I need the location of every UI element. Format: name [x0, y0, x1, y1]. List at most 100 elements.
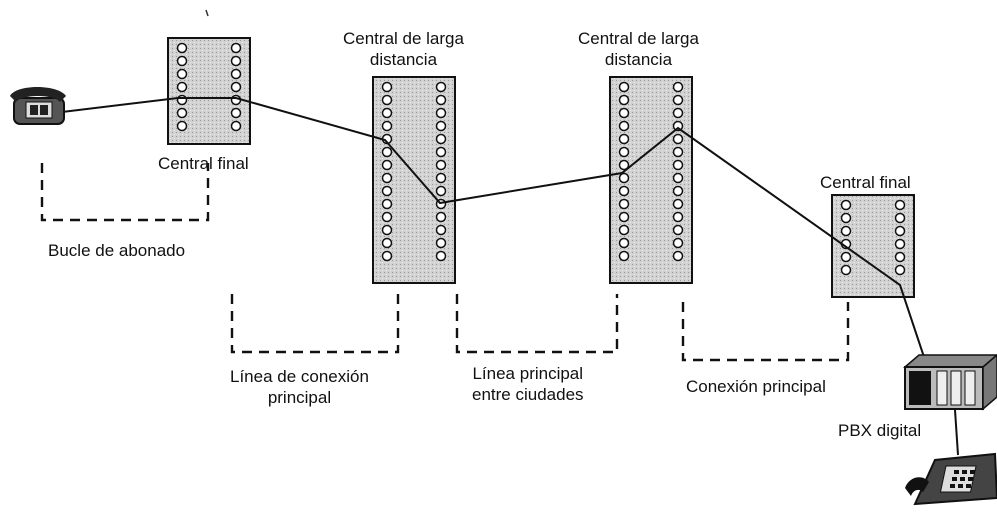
panel-hole: [894, 264, 906, 276]
long-distance-office-2-line2: distancia: [604, 50, 673, 69]
panel-hole: [176, 55, 188, 67]
panel-hole: [230, 107, 242, 119]
panel-hole: [618, 159, 630, 171]
panel-hole: [176, 107, 188, 119]
panel-hole: [381, 211, 393, 223]
end-office-left-label: Central final: [158, 154, 249, 173]
panel-hole: [435, 211, 447, 223]
panel-hole: [840, 225, 852, 237]
panel-hole: [618, 81, 630, 93]
panel-hole: [840, 212, 852, 224]
long-distance-office-2-panel: [609, 76, 693, 284]
panel-hole: [381, 224, 393, 236]
panel-hole: [230, 120, 242, 132]
intercity-trunk-line1: Línea principal: [472, 364, 584, 383]
panel-hole: [618, 198, 630, 210]
subscriber-loop-bracket: [40, 163, 210, 222]
panel-hole: [381, 172, 393, 184]
long-distance-office-1-panel: [372, 76, 456, 284]
panel-hole: [230, 55, 242, 67]
panel-hole: [435, 185, 447, 197]
panel-hole: [672, 133, 684, 145]
panel-hole: [435, 133, 447, 145]
panel-hole: [894, 238, 906, 250]
panel-hole: [435, 237, 447, 249]
panel-hole: [381, 120, 393, 132]
long-distance-office-1-line1: Central de larga: [343, 29, 464, 48]
panel-hole: [618, 94, 630, 106]
panel-hole: [435, 159, 447, 171]
panel-hole: [176, 120, 188, 132]
panel-hole: [618, 146, 630, 158]
panel-hole: [381, 237, 393, 249]
panel-hole: [381, 185, 393, 197]
panel-hole: [672, 172, 684, 184]
panel-hole: [381, 159, 393, 171]
panel-hole: [672, 120, 684, 132]
digital-pbx-label: PBX digital: [838, 421, 922, 440]
end-office-left-panel: [167, 37, 251, 145]
panel-hole: [230, 81, 242, 93]
connection-path: [61, 97, 931, 376]
panel-hole: [618, 224, 630, 236]
panel-hole: [435, 250, 447, 262]
panel-hole: [435, 81, 447, 93]
panel-hole: [672, 159, 684, 171]
trunk-connection-line2: principal: [267, 388, 332, 407]
panel-hole: [840, 199, 852, 211]
panel-hole: [894, 212, 906, 224]
panel-hole: [435, 107, 447, 119]
panel-hole: [894, 225, 906, 237]
panel-hole: [618, 120, 630, 132]
long-distance-office-1-label: Central de larga distancia: [343, 28, 464, 70]
panel-hole: [230, 42, 242, 54]
intercity-trunk-line2: entre ciudades: [472, 385, 584, 404]
panel-hole: [894, 199, 906, 211]
end-office-right-label: Central final: [820, 173, 911, 192]
panel-hole: [381, 81, 393, 93]
panel-hole: [435, 146, 447, 158]
long-distance-office-1-line2: distancia: [369, 50, 438, 69]
long-distance-office-2-line1: Central de larga: [578, 29, 699, 48]
pbx-icon: [902, 354, 997, 411]
panel-hole: [672, 237, 684, 249]
panel-hole: [435, 94, 447, 106]
panel-hole: [381, 250, 393, 262]
panel-hole: [176, 81, 188, 93]
panel-hole: [894, 251, 906, 263]
intercity-trunk-bracket: [455, 294, 619, 354]
panel-hole: [840, 251, 852, 263]
panel-hole: [381, 94, 393, 106]
panel-hole: [618, 237, 630, 249]
panel-hole: [176, 68, 188, 80]
panel-hole: [618, 211, 630, 223]
main-connection-bracket: [681, 302, 850, 362]
panel-hole: [435, 172, 447, 184]
subscriber-loop-label: Bucle de abonado: [48, 241, 186, 260]
panel-hole: [672, 211, 684, 223]
trunk-connection-label: Línea de conexión principal: [230, 366, 369, 408]
panel-hole: [840, 264, 852, 276]
pbx-to-phone-line: [954, 409, 959, 456]
trunk-connection-line1: Línea de conexión: [230, 367, 369, 386]
panel-hole: [618, 133, 630, 145]
panel-hole: [618, 185, 630, 197]
panel-hole: [618, 250, 630, 262]
panel-hole: [176, 94, 188, 106]
intercity-trunk-label: Línea principal entre ciudades: [472, 363, 584, 405]
trunk-connection-bracket: [230, 294, 400, 354]
panel-hole: [672, 250, 684, 262]
panel-hole: [230, 94, 242, 106]
panel-hole: [381, 198, 393, 210]
panel-hole: [176, 42, 188, 54]
panel-hole: [618, 107, 630, 119]
panel-hole: [230, 68, 242, 80]
panel-hole: [672, 81, 684, 93]
panel-hole: [435, 120, 447, 132]
panel-hole: [672, 185, 684, 197]
panel-hole: [435, 224, 447, 236]
panel-hole: [672, 94, 684, 106]
panel-hole: [672, 107, 684, 119]
tick-mark: [205, 9, 209, 17]
